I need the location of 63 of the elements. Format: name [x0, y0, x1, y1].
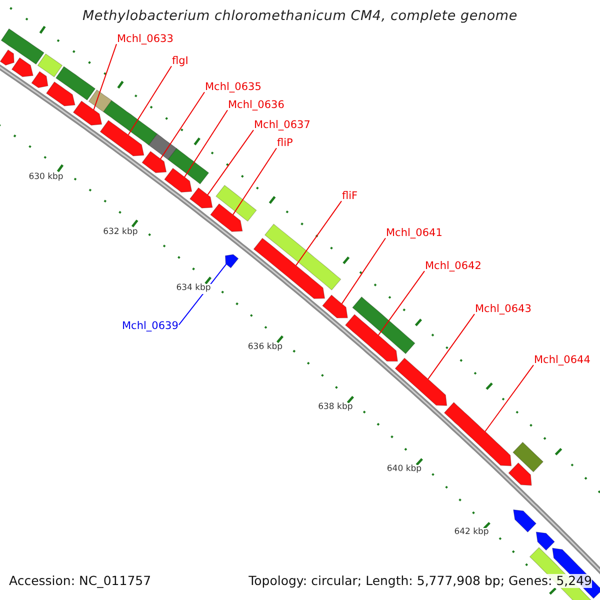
gene-feature	[512, 442, 544, 472]
gene-label: Mchl_0635	[205, 81, 262, 94]
gene-label: Mchl_0633	[117, 33, 174, 46]
gene-feature	[0, 28, 44, 65]
gene-feature	[0, 49, 14, 66]
gene-feature	[142, 150, 167, 174]
leader-line	[207, 130, 254, 196]
gene-label: Mchl_0643	[475, 303, 532, 316]
gene-feature	[253, 238, 326, 299]
gene-feature	[148, 133, 178, 160]
leader-line	[484, 364, 534, 432]
gene-feature	[444, 402, 512, 466]
gene-feature	[224, 254, 239, 268]
leader-line	[128, 66, 172, 136]
gene-feature	[210, 203, 243, 232]
scale-label: 630 kbp	[28, 172, 64, 183]
scale-label: 632 kbp	[102, 228, 139, 238]
gene-feature	[164, 168, 192, 192]
gene-label: fliP	[277, 137, 293, 150]
gene-feature	[352, 296, 416, 354]
leader-line	[428, 314, 475, 380]
gene-label: Mchl_0642	[425, 260, 482, 272]
gene-feature	[55, 66, 96, 101]
gene-feature	[11, 57, 34, 78]
scale-label: 636 kbp	[246, 342, 284, 353]
gene-feature	[102, 100, 158, 146]
gene-feature	[344, 314, 398, 362]
gene-feature	[216, 184, 257, 222]
gene-feature	[322, 294, 348, 318]
leader-line	[93, 44, 117, 110]
scale-label: 642 kbp	[453, 528, 490, 538]
leader-line	[296, 200, 342, 266]
gene-feature	[264, 224, 342, 290]
leader-line	[378, 270, 425, 336]
gene-feature	[72, 100, 102, 126]
leader-line	[160, 92, 205, 160]
gene-feature	[394, 358, 448, 406]
gene-feature	[46, 81, 76, 106]
gene-feature	[37, 53, 63, 78]
gene-feature	[88, 89, 112, 112]
gene-label: fliF	[342, 190, 358, 202]
map-title: Methylobacterium chloromethanicum CM4, complete genome	[81, 9, 518, 25]
gene-label: Mchl_0636	[228, 99, 284, 112]
gene-label: Mchl_0644	[534, 354, 590, 366]
leader-line	[184, 110, 228, 178]
gene-feature	[536, 532, 555, 551]
accession-text: Accession: NC_011757	[9, 574, 152, 588]
gene-feature	[100, 120, 144, 156]
gene-feature	[189, 187, 213, 208]
gene-label: Mchl_0641	[386, 227, 442, 240]
genome-info-text: Topology: circular; Length: 5,777,908 bp; Genes: 5,249	[248, 574, 592, 588]
gene-feature	[508, 462, 532, 486]
gene-feature	[31, 71, 48, 88]
leader-line	[341, 238, 386, 304]
gene-label: Mchl_0637	[254, 119, 310, 132]
gene-label: flgI	[172, 55, 188, 68]
scale-label: 634 kbp	[175, 284, 212, 294]
gene-label: Mchl_0639	[122, 320, 178, 332]
gene-feature	[168, 148, 210, 184]
leader-line	[232, 148, 277, 216]
scale-label: 640 kbp	[386, 464, 423, 474]
scale-label: 638 kbp	[317, 403, 354, 413]
gene-feature	[513, 509, 537, 533]
